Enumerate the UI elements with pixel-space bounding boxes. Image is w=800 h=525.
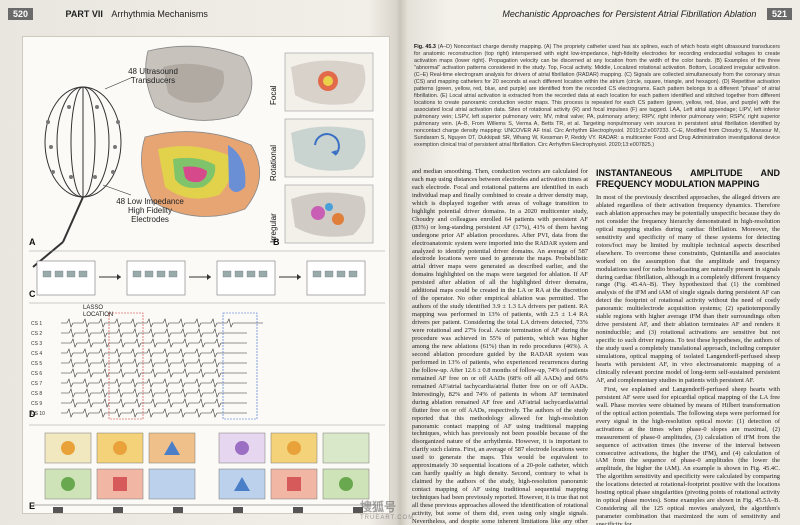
body-paragraph: In most of the previously described appr… <box>596 194 780 384</box>
lead-label: CS 6 <box>31 371 43 377</box>
pattern-example-irregular <box>284 184 374 244</box>
rotational-label: Rotational <box>269 144 278 181</box>
panel-e-conduction-maps <box>29 424 385 513</box>
panel-d-electrograms <box>29 302 385 420</box>
left-page-number: 520 <box>8 8 34 20</box>
right-running-header: Mechanistic Approaches for Persistent At… <box>502 8 792 26</box>
lead-label: CS 2 <box>31 331 43 337</box>
section-heading: INSTANTANEOUS AMPLITUDE AND FREQUENCY MO… <box>596 168 780 189</box>
electrodes-annotation: 48 Low Impedance High Fidelity Electrode… <box>116 197 184 225</box>
irregular-label: Irregular <box>269 213 278 243</box>
catheter-basket-illustration <box>32 76 134 268</box>
lead-label-list: CS 1 CS 2 CS 3 CS 4 CS 5 CS 6 CS 7 CS 8 … <box>31 319 45 419</box>
body-paragraph: First, we explained and Langendorff-perf… <box>596 385 780 525</box>
lead-label: CS 4 <box>31 351 43 357</box>
lead-label: CS 5 <box>31 361 43 367</box>
right-page-number: 521 <box>766 8 792 20</box>
panel-label-b: B <box>273 237 280 247</box>
panel-c-location-sequence <box>29 250 385 296</box>
right-page: Mechanistic Approaches for Persistent At… <box>400 0 800 525</box>
lead-label: CS 8 <box>31 391 43 397</box>
lead-label: CS 1 <box>31 321 43 327</box>
part-title: Arrhythmia Mechanisms <box>111 9 208 19</box>
pattern-example-rotational <box>284 118 374 178</box>
body-paragraph: and median smoothing. Then, conduction v… <box>412 168 588 525</box>
caption-text: (A–D) Noncontact charge density mapping.… <box>414 44 781 148</box>
lasso-location-label: LASSO LOCATION <box>83 305 114 318</box>
left-running-header: 520 PART VII Arrhythmia Mechanisms <box>8 8 208 26</box>
lead-label: CS 10 <box>31 411 45 417</box>
watermark-brand: 搜狐号 <box>360 500 397 514</box>
figure-graphic <box>29 45 385 513</box>
text-column-right: INSTANTANEOUS AMPLITUDE AND FREQUENCY MO… <box>596 168 780 525</box>
lead-label: CS 3 <box>31 341 43 347</box>
watermark-sub: TRUEART.COM <box>360 515 415 521</box>
panel-label-a: A <box>29 237 36 247</box>
atrial-activation-map-bottom <box>141 131 261 217</box>
pattern-example-focal <box>284 52 374 112</box>
text-column-left: and median smoothing. Then, conduction v… <box>412 168 588 525</box>
watermark-logo: 搜狐号 TRUEART.COM <box>360 498 414 521</box>
lead-label: CS 9 <box>31 401 43 407</box>
left-page: 520 PART VII Arrhythmia Mechanisms <box>8 8 390 514</box>
atrial-anatomy-map-top <box>145 45 253 121</box>
panel-label-d: D <box>29 409 36 419</box>
focal-label: Focal <box>269 85 278 105</box>
figure-caption: Fig. 45.3 (A–D) Noncontact charge densit… <box>414 44 780 149</box>
panel-label-c: C <box>29 289 36 299</box>
chapter-title: Mechanistic Approaches for Persistent At… <box>502 9 757 19</box>
panel-label-e: E <box>29 501 36 511</box>
caption-label: Fig. 45.3 <box>414 44 436 50</box>
figure-45-3: A B C D E 48 Ultrasound Transducers 48 L… <box>22 36 390 514</box>
part-label: PART VII <box>65 9 103 19</box>
transducers-annotation: 48 Ultrasound Transducers <box>128 67 178 86</box>
lead-label: CS 7 <box>31 381 43 387</box>
